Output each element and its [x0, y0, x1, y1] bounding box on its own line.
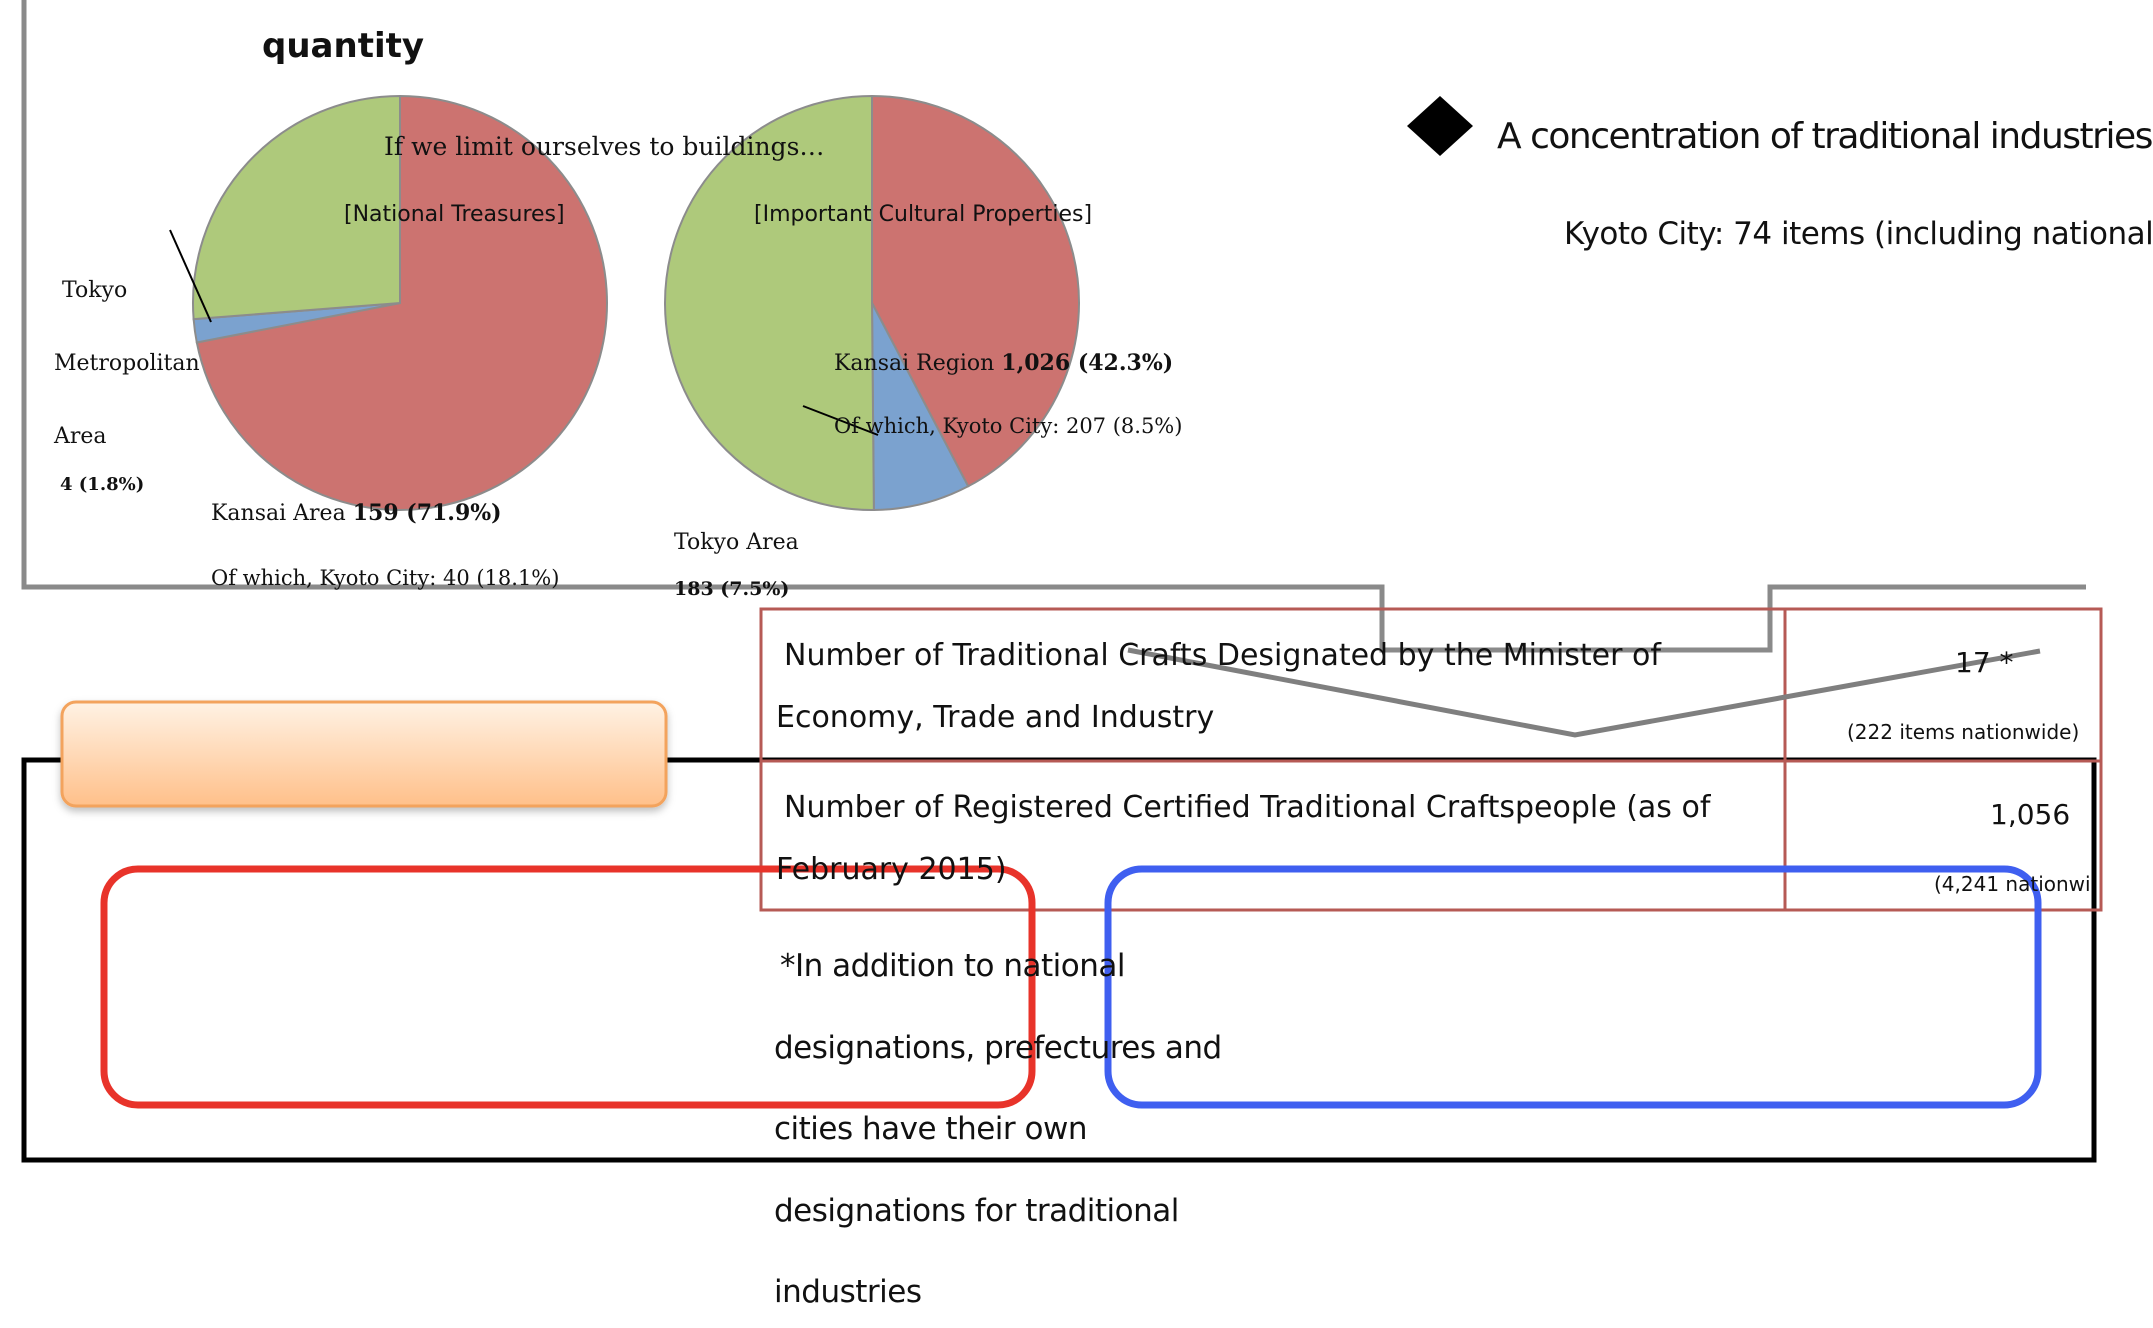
footnote-line1: *In addition to national	[780, 948, 1125, 984]
pie1-title: [National Treasures]	[344, 202, 565, 227]
tokyo-label-line3: Area	[54, 424, 107, 449]
diamond-bullet-icon	[1407, 96, 1473, 156]
pie2-tokyo-name: Tokyo Area	[674, 530, 799, 555]
tokyo-label-line1: Tokyo	[62, 278, 128, 303]
pie2-kansai-value: 1,026 (42.3%)	[1001, 350, 1174, 376]
row2-label-line2: February 2015)	[776, 852, 1007, 887]
pie2-kansai-name: Kansai Region	[834, 351, 995, 376]
pie-slice	[195, 94, 608, 511]
pie-slice	[871, 94, 1080, 488]
row1-label-line2: Economy, Trade and Industry	[776, 700, 1215, 735]
orange-header-bar	[60, 700, 668, 808]
row2-value: 1,056	[1990, 798, 2071, 831]
pie2-title: [Important Cultural Properties]	[754, 202, 1093, 227]
kyoto-leader-line	[802, 405, 879, 436]
row1-note: (222 items nationwide)	[1847, 720, 2080, 744]
blue-highlight-box	[1104, 865, 2042, 1109]
red-highlight-box	[100, 865, 1036, 1109]
pie1-kansai-value: 159 (71.9%)	[352, 500, 502, 526]
pie1-kansai-label: Kansai Area 159 (71.9%)	[211, 500, 502, 526]
pie1-kansai-name: Kansai Area	[211, 501, 346, 526]
footnote-line4: designations for traditional	[774, 1193, 1179, 1229]
pie-slice	[192, 94, 401, 321]
concentration-heading: A concentration of traditional industrie…	[1497, 116, 2153, 157]
footnote-line2: designations, prefectures and	[774, 1030, 1222, 1066]
pie2-kyoto-sub: Of which, Kyoto City: 207 (8.5%)	[834, 414, 1183, 438]
tokyo-leader-line	[169, 229, 212, 323]
quantity-label: quantity	[262, 26, 425, 66]
pie2-kansai-label: Kansai Region 1,026 (42.3%)	[834, 350, 1173, 376]
concentration-sub: Kyoto City: 74 items (including national	[1564, 216, 2153, 252]
buildings-note: If we limit ourselves to buildings…	[384, 132, 825, 161]
pie-slice	[664, 94, 875, 511]
tokyo-value: 4 (1.8%)	[60, 474, 145, 495]
footnote-line3: cities have their own	[774, 1111, 1087, 1147]
slide-graphics	[21, 0, 2103, 1163]
pie1-kyoto-sub: Of which, Kyoto City: 40 (18.1%)	[211, 566, 560, 590]
row2-note: (4,241 nationwi	[1934, 872, 2091, 896]
pie2-tokyo-value: 183 (7.5%)	[674, 578, 790, 600]
row1-label-line1: Number of Traditional Crafts Designated …	[784, 638, 1661, 673]
row2-label-line1: Number of Registered Certified Tradition…	[784, 790, 1711, 825]
callout-arrow	[1127, 647, 2041, 738]
row1-value: 17 *	[1955, 646, 2014, 679]
pie-important-cultural-properties	[664, 94, 1080, 512]
pie-section-frame	[21, 0, 2086, 653]
pie-national-treasures	[192, 94, 608, 511]
footnote-line5: industries	[774, 1274, 922, 1310]
tokyo-label-line2: Metropolitan	[54, 351, 200, 376]
pie-slice	[871, 302, 970, 512]
